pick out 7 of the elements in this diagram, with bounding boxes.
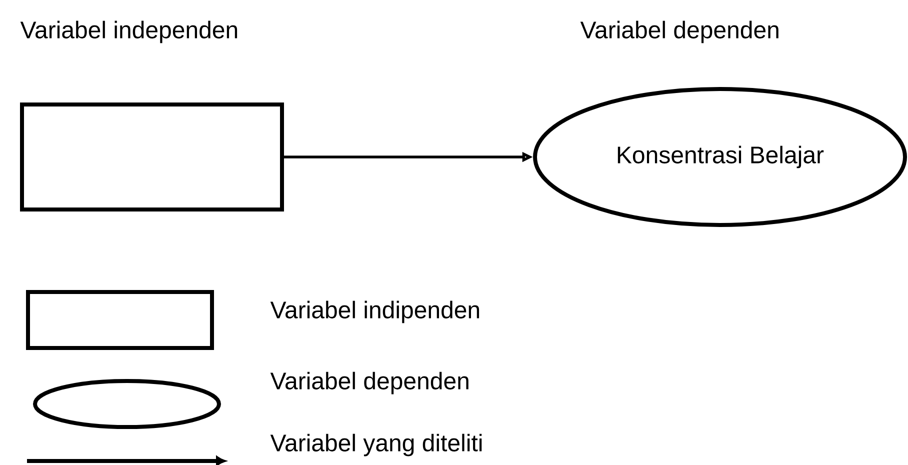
legend-label: Variabel indipenden [270, 300, 480, 324]
legend-label: Variabel dependen [270, 372, 468, 394]
ellipse-node: Konsentrasi Belajar [533, 87, 907, 227]
legend-label: Variabel yang diteliti [270, 434, 482, 456]
box-node [20, 102, 284, 212]
heading: Variabel independen [20, 20, 238, 44]
heading: Variabel dependen [580, 20, 778, 44]
